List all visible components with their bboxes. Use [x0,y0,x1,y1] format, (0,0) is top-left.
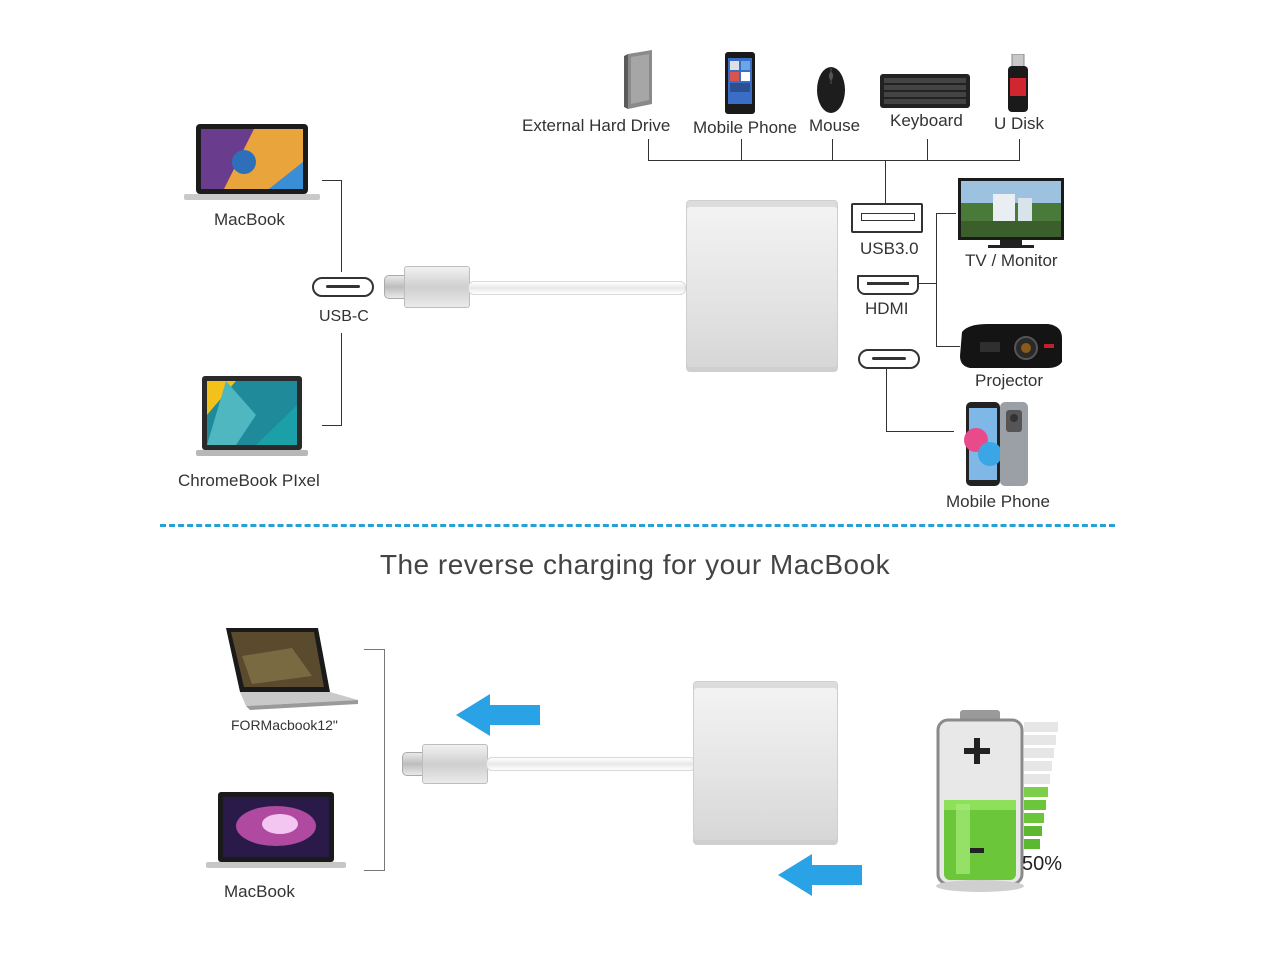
usbc-output-port-icon [858,349,920,369]
connector-line [364,649,384,650]
usbc-label: USB-C [319,308,369,325]
reverse-charging-title: The reverse charging for your MacBook [379,549,891,580]
connector-line [936,213,956,214]
connector-line [936,213,937,347]
connector-line [648,160,1020,161]
chromebook-image [196,375,308,461]
macbook-label: MacBook [214,210,285,229]
battery-icon [934,708,1026,894]
chromebook-label: ChromeBook PIxel [178,471,320,490]
hdmi-label: HDMI [865,299,909,318]
connector-line [741,139,742,160]
connector-line [886,367,887,431]
macbook-bottom-label: MacBook [224,882,295,901]
tv-monitor-image [958,176,1064,250]
connector-line [917,283,936,284]
mouse-image [816,66,846,114]
hdmi-port-icon [857,275,919,295]
mobile-phone-image [724,52,756,114]
battery-percent: 50% [1022,853,1063,875]
macbook-bottom-image [206,790,346,870]
adapter-hub [686,200,838,372]
tv-monitor-label: TV / Monitor [965,251,1058,270]
mobile-phone-label: Mobile Phone [693,118,797,137]
connector-line [384,649,385,870]
arrow-left-icon [456,694,540,736]
keyboard-image [880,74,970,108]
usbc-plug [404,266,470,308]
connector-line [936,346,960,347]
external-hdd-image [622,50,656,110]
usb3-port-icon [851,203,923,233]
battery-level-bars [1024,722,1060,852]
cable [486,757,696,771]
connector-line [322,425,342,426]
mouse-label: Mouse [809,116,861,135]
keyboard-label: Keyboard [890,111,963,130]
macbook12-label: FORMacbook12" [231,717,338,733]
connector-line [832,139,833,160]
usbc-port-icon [312,277,374,297]
section-divider [160,524,1115,527]
macbook-image [184,122,320,204]
projector-label: Projector [975,371,1044,390]
arrow-left-icon [778,854,862,896]
connector-line [927,139,928,160]
connector-line [648,139,649,160]
connector-line [322,180,342,181]
connector-line [341,333,342,425]
usb3-label: USB3.0 [860,239,919,258]
projector-image [958,322,1064,370]
connector-line [1019,139,1020,160]
connector-line [364,870,385,871]
usbc-plug [422,744,488,784]
external-hdd-label: External Hard Drive [522,116,671,135]
udisk-image [1006,53,1030,112]
cable [468,281,686,295]
udisk-label: U Disk [994,114,1045,133]
adapter-hub [693,681,838,845]
output-phone-label: Mobile Phone [946,492,1050,511]
connector-line [886,431,954,432]
macbook12-image [222,626,360,710]
connector-line [341,180,342,272]
output-phone-image [964,400,1032,490]
connector-line [885,160,886,203]
